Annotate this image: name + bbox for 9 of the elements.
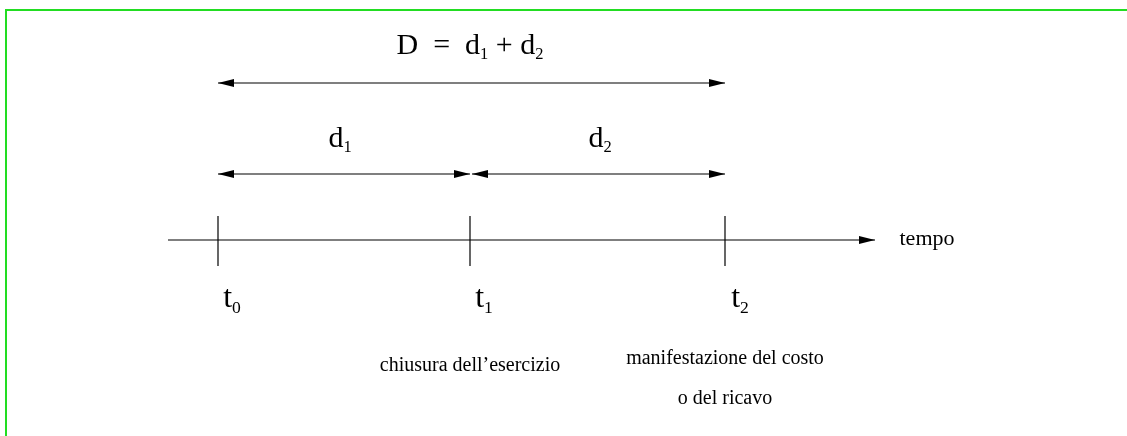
time-label: t$_{2}$ (730, 278, 750, 318)
duration-label: d$_{1}$ (327, 119, 353, 157)
event-label: chiusura dell’esercizio (378, 352, 562, 377)
axis-label: tempo (898, 225, 956, 251)
time-label: t$_{0}$ (222, 278, 242, 318)
formula: D = d$_{1}$ + d$_{2}$ (395, 26, 545, 64)
duration-label: d$_{2}$ (587, 119, 613, 157)
time-label: t$_{1}$ (474, 278, 494, 318)
event-label: manifestazione del costo o del ricavo (625, 345, 825, 410)
